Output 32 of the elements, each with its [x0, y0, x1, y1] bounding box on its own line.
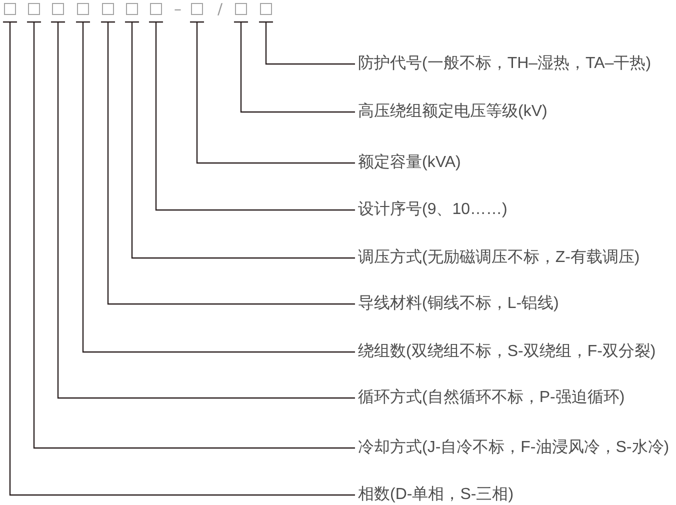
fill-in-box — [126, 3, 138, 15]
fill-in-box — [52, 3, 64, 15]
fill-in-box — [28, 3, 40, 15]
fill-in-box — [260, 3, 272, 15]
fill-in-box — [150, 3, 162, 15]
fill-in-box — [77, 3, 89, 15]
leader-line — [100, 21, 356, 305]
description-text: 额定容量(kVA) — [358, 153, 461, 173]
description-text: 设计序号(9、10……) — [358, 200, 508, 220]
leader-line — [189, 21, 356, 164]
leader-line — [233, 21, 356, 113]
leader-line — [148, 21, 356, 211]
description-text: 防护代号(一般不标，TH–湿热，TA–干热) — [358, 54, 652, 74]
description-text: 循环方式(自然循环不标，P-强迫循环) — [358, 388, 625, 408]
description-text: 调压方式(无励磁调压不标，Z-有载调压) — [358, 248, 640, 268]
leader-line — [2, 21, 356, 496]
fill-in-box — [235, 3, 247, 15]
fill-in-box — [191, 3, 203, 15]
leader-line — [124, 21, 356, 259]
separator-slash: / — [218, 3, 223, 15]
leader-line — [50, 21, 356, 399]
separator-dash: – — [174, 3, 182, 15]
description-text: 绕组数(双绕组不标，S-双绕组，F-双分裂) — [358, 342, 656, 362]
description-text: 冷却方式(J-自冷不标，F-油浸风冷，S-水冷) — [358, 438, 670, 458]
fill-in-box — [4, 3, 16, 15]
description-text: 相数(D-单相，S-三相) — [358, 485, 514, 505]
fill-in-box — [102, 3, 114, 15]
leader-line — [75, 21, 356, 353]
leader-line — [26, 21, 356, 449]
leader-line — [258, 21, 356, 65]
description-text: 导线材料(铜线不标，L-铝线) — [358, 294, 559, 314]
description-text: 高压绕组额定电压等级(kV) — [358, 102, 548, 122]
